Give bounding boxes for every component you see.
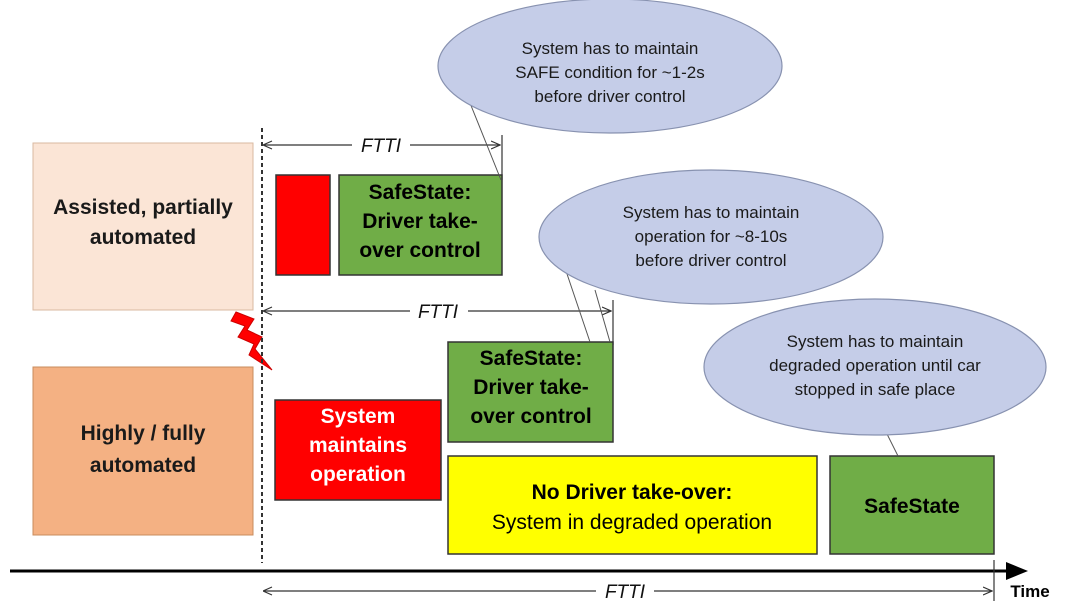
text-line: System bbox=[321, 405, 396, 428]
safestate-final-label: SafeState bbox=[864, 495, 960, 518]
level-label-assisted: Assisted, partially automated bbox=[53, 196, 233, 249]
text-line: operation for ~8-10s bbox=[635, 227, 788, 246]
text-line: operation bbox=[310, 463, 406, 486]
text-line: degraded operation until car bbox=[769, 356, 981, 375]
text-line: System has to maintain bbox=[522, 39, 699, 58]
red-box-top bbox=[275, 174, 331, 276]
text-line: over control bbox=[470, 405, 591, 428]
text-line: System has to maintain bbox=[623, 203, 800, 222]
ftti-top-label: FTTI bbox=[361, 136, 402, 157]
text-line: automated bbox=[90, 226, 196, 249]
callout-3-bubble bbox=[703, 298, 1047, 436]
text-line: automated bbox=[90, 454, 196, 477]
ftti-mid-label: FTTI bbox=[418, 302, 459, 323]
text-line: Driver take- bbox=[362, 210, 478, 233]
text-line: before driver control bbox=[635, 251, 786, 270]
lightning-bolt-icon bbox=[230, 311, 273, 371]
callout-2-pointer bbox=[564, 267, 591, 343]
no-driver-subtitle: System in degraded operation bbox=[492, 511, 772, 534]
safestate-box-mid bbox=[447, 341, 614, 443]
text-line: maintains bbox=[309, 434, 407, 457]
text-line: Highly / fully bbox=[81, 422, 206, 445]
safestate-box-top bbox=[338, 174, 503, 276]
system-maintains-box bbox=[274, 399, 442, 501]
callout-3-text: System has to maintain degraded operation… bbox=[769, 332, 981, 399]
safestate-mid-label: SafeState: Driver take-over control bbox=[470, 347, 591, 428]
time-axis-label: Time bbox=[1010, 582, 1049, 601]
callout-2-bubble bbox=[538, 169, 884, 305]
safestate-box-final bbox=[829, 455, 995, 555]
callout-1-pointer bbox=[469, 102, 502, 181]
time-axis-arrowhead bbox=[1006, 562, 1028, 580]
text-line: Driver take- bbox=[473, 376, 589, 399]
callout-2-text: System has to maintain operation for ~8-1… bbox=[623, 203, 800, 270]
system-maintains-label: System maintains operation bbox=[309, 405, 407, 486]
level-box-assisted bbox=[32, 142, 254, 311]
no-driver-box bbox=[447, 455, 818, 555]
ftti-bottom-label: FTTI bbox=[605, 582, 646, 603]
level-label-highly: Highly / fully automated bbox=[81, 422, 206, 477]
text-line: before driver control bbox=[534, 87, 685, 106]
text-line: over control bbox=[359, 239, 480, 262]
safestate-top-label: SafeState: Driver take-over control bbox=[359, 181, 480, 262]
text-line: Assisted, partially bbox=[53, 196, 233, 219]
text-line: SAFE condition for ~1-2s bbox=[515, 63, 704, 82]
text-line: SafeState: bbox=[480, 347, 583, 370]
text-line: SafeState: bbox=[369, 181, 472, 204]
text-line: stopped in safe place bbox=[795, 380, 956, 399]
callout-1-bubble bbox=[437, 0, 783, 134]
no-driver-title: No Driver take-over: bbox=[532, 481, 733, 504]
text-line: System has to maintain bbox=[787, 332, 964, 351]
callout-2-pointer-b bbox=[594, 289, 611, 343]
level-box-highly bbox=[32, 366, 254, 536]
